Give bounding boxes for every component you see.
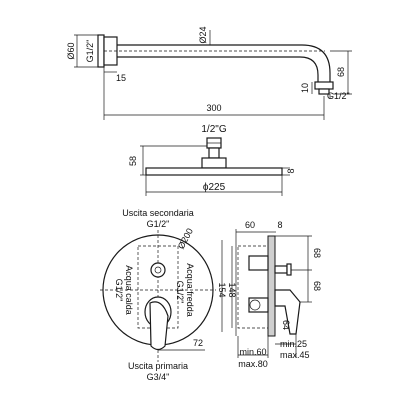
label-head-diameter: ϕ225 — [203, 182, 226, 193]
mixer-front-view: Uscita secondaria G1/2" Ø200 Acqua fredd… — [100, 208, 216, 382]
side-lever — [274, 289, 301, 335]
label-arm-diameter: Ø24 — [198, 26, 208, 43]
shower-head-view: 1/2"G 58 8 ϕ225 — [128, 124, 296, 196]
label-min-projection: min.25 — [280, 339, 307, 349]
label-height-inner: 148 — [227, 282, 237, 297]
label-upper-spacing: 68 — [312, 248, 322, 258]
mixer-lever — [149, 301, 169, 351]
label-drop-height: 68 — [336, 67, 346, 77]
label-head-height: 58 — [128, 156, 138, 166]
label-hot-thread: G1/2" — [114, 279, 124, 302]
side-lower-inlet — [248, 297, 269, 313]
mixer-side-view: 60 8 148 154 68 68 64 min.60 max.80 — [217, 220, 322, 369]
label-flange-diameter: Ø60 — [66, 42, 76, 59]
wall-arm-view: Ø60 G1/2" 15 Ø24 300 68 10 G1/2" — [66, 26, 352, 120]
label-head-connection: 1/2"G — [201, 124, 226, 135]
label-mixer-offset: 72 — [193, 338, 203, 348]
label-plate-thickness: 8 — [277, 220, 282, 230]
head-connector-base — [201, 157, 227, 169]
label-hot-water: Acqua calda — [124, 265, 134, 315]
label-lever-height: 64 — [281, 320, 291, 330]
wall-flange — [97, 34, 105, 68]
arm-outlet-thread — [318, 88, 330, 95]
label-cold-water: Acqua fredda — [185, 263, 195, 317]
diverter-knob — [150, 262, 166, 278]
label-inlet-thread: G1/2" — [85, 40, 95, 63]
label-head-thickness: 8 — [286, 168, 296, 173]
label-secondary-thread: G1/2" — [147, 219, 170, 229]
head-connector-stem — [208, 147, 220, 159]
label-outlet-thread: G1/2" — [327, 91, 350, 101]
label-cold-thread: G1/2" — [175, 281, 185, 304]
label-primary-outlet: Uscita primaria — [128, 361, 188, 371]
side-diverter — [274, 265, 288, 274]
label-max-depth: max.80 — [238, 359, 268, 369]
label-height-outer: 154 — [217, 282, 227, 297]
label-arm-length: 300 — [206, 103, 221, 113]
arm-top-edge — [117, 44, 331, 82]
label-flange-depth: 15 — [116, 73, 126, 83]
side-cover-plate — [267, 235, 276, 337]
label-primary-thread: G3/4" — [147, 372, 170, 382]
shower-head-plate — [145, 167, 283, 176]
label-outlet-offset: 10 — [300, 83, 310, 93]
arm-bottom-edge — [117, 56, 319, 82]
label-min-depth: min.60 — [239, 347, 266, 357]
side-upper-inlet — [248, 255, 269, 271]
label-lower-spacing: 68 — [312, 281, 322, 291]
label-body-depth: 60 — [245, 220, 255, 230]
label-max-projection: max.45 — [280, 350, 310, 360]
label-secondary-outlet: Uscita secondaria — [122, 208, 194, 218]
arm-outlet-nut — [314, 81, 334, 90]
